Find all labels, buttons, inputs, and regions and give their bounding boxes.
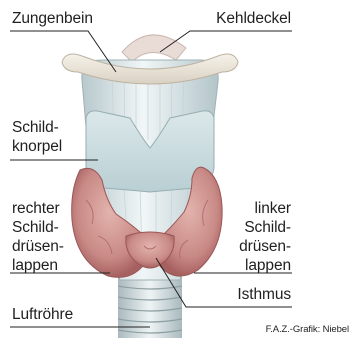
label-kehldeckel: Kehldeckel [216,9,291,28]
label-schildknorpel-line2: knorpel [12,137,62,156]
label-luftroehre: Luftröhre [12,305,73,324]
label-schildknorpel-line1: Schild- [12,118,62,137]
label-rechter-line4: lappen [12,256,64,275]
label-linker-line1: linker [239,199,291,218]
label-isthmus-text: Isthmus [237,285,291,304]
credit-line: F.A.Z.-Grafik: Niebel [266,324,349,335]
label-linker-lappen: linker Schild- drüsen- lappen [239,199,291,275]
label-zungenbein-text: Zungenbein [12,9,93,28]
label-kehldeckel-text: Kehldeckel [216,9,291,28]
label-linker-line2: Schild- [239,218,291,237]
label-zungenbein: Zungenbein [12,9,93,28]
label-luftroehre-text: Luftröhre [12,305,73,324]
label-isthmus: Isthmus [237,285,291,304]
label-rechter-lappen: rechter Schild- drüsen- lappen [12,199,64,275]
label-rechter-line1: rechter [12,199,64,218]
epiglottis [122,35,186,62]
label-linker-line3: drüsen- [239,237,291,256]
label-rechter-line3: drüsen- [12,237,64,256]
label-schildknorpel: Schild- knorpel [12,118,62,156]
label-linker-line4: lappen [239,256,291,275]
label-rechter-line2: Schild- [12,218,64,237]
